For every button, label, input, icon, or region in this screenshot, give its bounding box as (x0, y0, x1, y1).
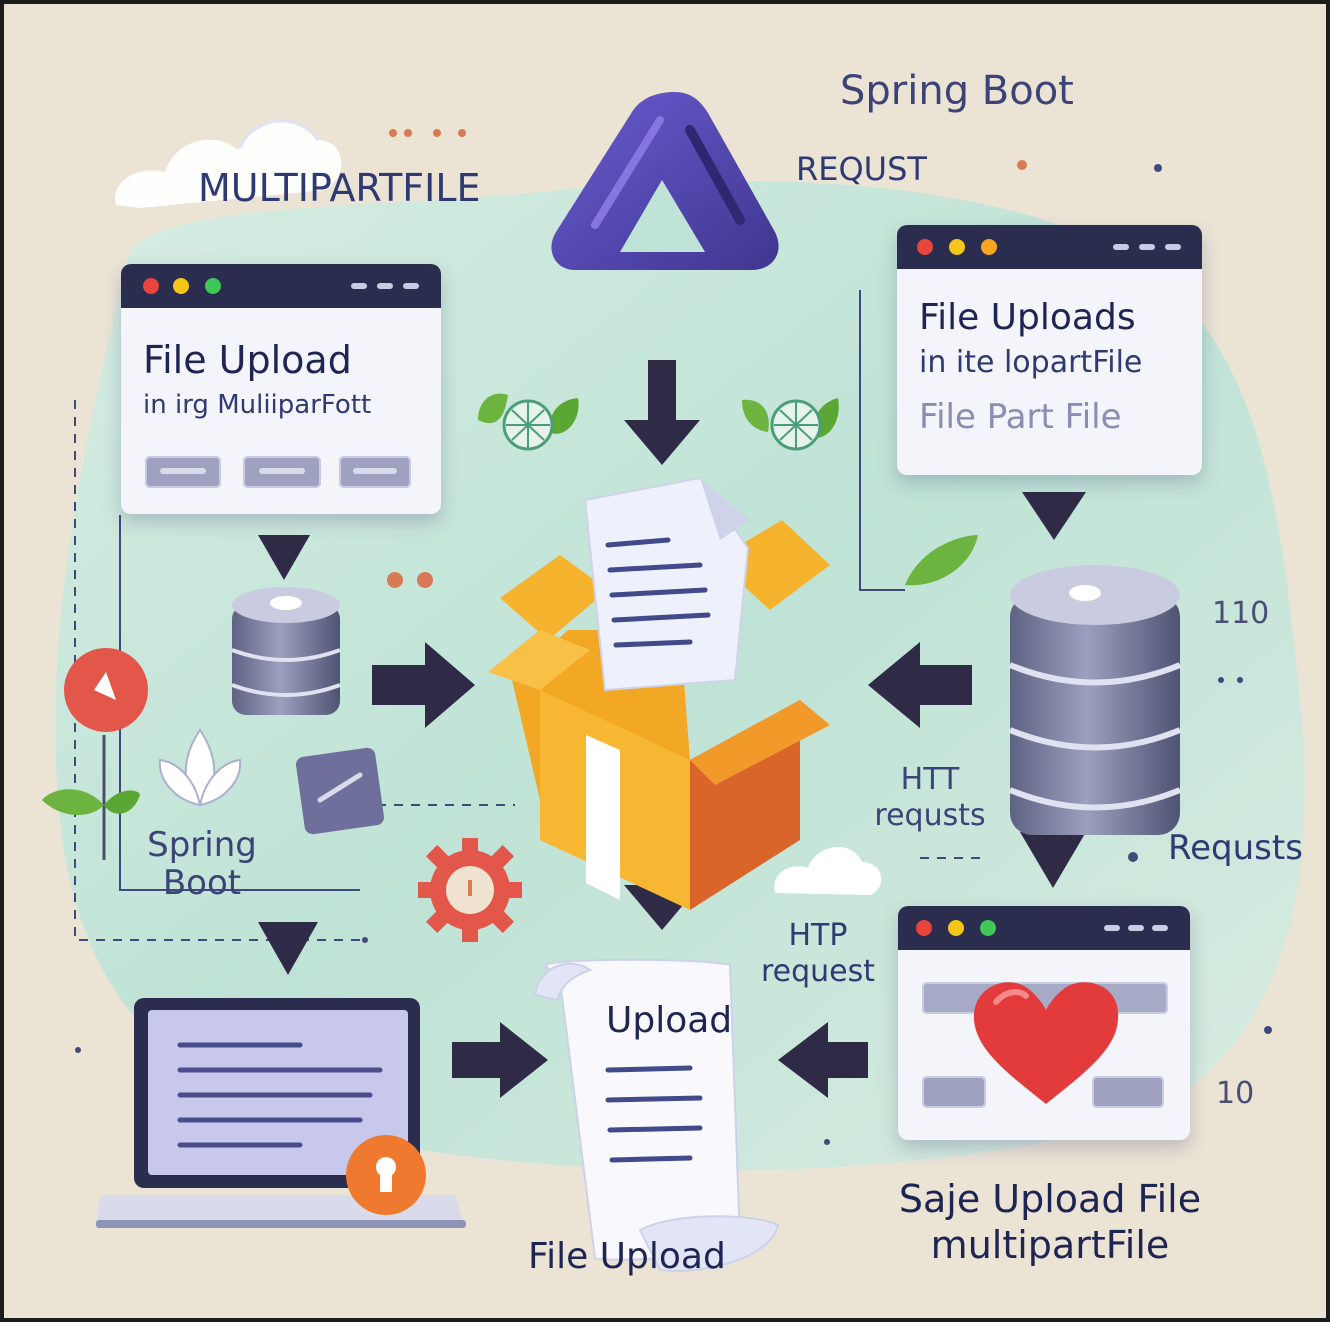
scroll-icon (533, 958, 780, 1272)
lotus-icon (158, 728, 242, 807)
database-icon (1008, 565, 1182, 835)
number-110-label: 110 (1212, 596, 1270, 631)
database-icon (231, 587, 341, 715)
file-upload-window: File Upload in irg MuliiparFott (121, 264, 441, 514)
window-title: File Uploads (919, 297, 1136, 338)
htp-request-label: HTP request (760, 918, 876, 989)
requsts-label: Requsts (1168, 828, 1303, 868)
window-subtitle: in irg MuliiparFott (143, 390, 372, 420)
number-10-label: 10 (1216, 1076, 1255, 1111)
heart-window (898, 906, 1190, 1140)
sprout-icon (42, 735, 140, 860)
spring-boot-label: Spring Boot (147, 825, 257, 903)
window-subtitle: in ite lopartFile (919, 345, 1143, 380)
minimize-dot-icon[interactable] (948, 920, 964, 936)
window-titlebar (897, 225, 1202, 269)
window-menu-icon (403, 283, 419, 289)
window-caption: File Part File (919, 397, 1122, 437)
window-menu-icon (377, 283, 393, 289)
window-button[interactable] (145, 456, 221, 488)
gear-icon (418, 838, 522, 942)
window-titlebar (898, 906, 1190, 950)
close-dot-icon[interactable] (917, 239, 933, 255)
document-icon (583, 476, 750, 692)
diagram-title: Spring Boot (840, 68, 1074, 114)
maximize-dot-icon[interactable] (205, 278, 221, 294)
heart-icon (973, 982, 1119, 1104)
decor-sparks (387, 129, 1027, 588)
window-menu-icon (1152, 925, 1168, 931)
requst-label: REQUST (796, 150, 927, 188)
laptop-icon (96, 998, 466, 1228)
file-upload-label: File Upload (528, 1236, 726, 1277)
connector-line (859, 290, 905, 591)
cloud-icon (115, 119, 342, 208)
globe-leaf-icon (742, 398, 839, 451)
arrow-icon (258, 360, 1086, 1098)
connector-line (119, 515, 360, 891)
window-menu-icon (351, 283, 367, 289)
close-dot-icon[interactable] (143, 278, 159, 294)
maximize-dot-icon[interactable] (980, 920, 996, 936)
window-menu-icon (1139, 244, 1155, 250)
window-menu-icon (1128, 925, 1144, 931)
save-upload-file-label: Saje Upload File multipartFile (898, 1177, 1202, 1267)
decor-dots (75, 164, 1272, 1145)
card-icon (295, 747, 385, 835)
scroll-upload-label: Upload (606, 1000, 733, 1041)
globe-leaf-icon (478, 393, 579, 451)
window-button[interactable] (243, 456, 321, 488)
window-title: File Upload (143, 338, 352, 382)
triangle-logo-icon (551, 92, 779, 270)
cloud-icon (774, 847, 882, 895)
pin-icon (64, 648, 148, 732)
window-button[interactable] (1092, 1076, 1164, 1108)
minimize-dot-icon[interactable] (173, 278, 189, 294)
window-menu-icon (1104, 925, 1120, 931)
leaf-icon (905, 535, 978, 586)
window-titlebar (121, 264, 441, 308)
lock-badge-icon (346, 1135, 426, 1215)
htt-requsts-label: HTT requsts (874, 762, 986, 833)
close-dot-icon[interactable] (916, 920, 932, 936)
minimize-dot-icon[interactable] (949, 239, 965, 255)
window-button[interactable] (922, 1076, 986, 1108)
maximize-dot-icon[interactable] (981, 239, 997, 255)
window-menu-icon (1165, 244, 1181, 250)
file-uploads-window: File Uploads in ite lopartFile File Part… (897, 225, 1202, 475)
multipartfile-label: MULTIPARTFILE (198, 166, 481, 210)
window-button[interactable] (339, 456, 411, 488)
window-menu-icon (1113, 244, 1129, 250)
